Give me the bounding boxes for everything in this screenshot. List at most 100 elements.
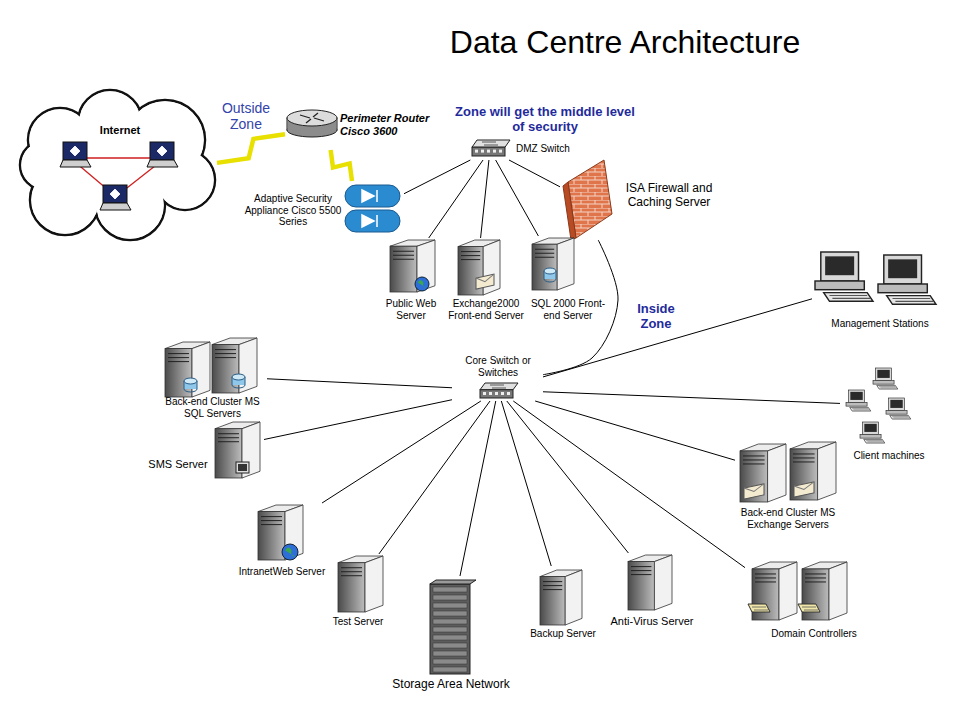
rack-unit <box>433 635 467 640</box>
monitor-case <box>821 252 859 281</box>
envelope-flap <box>794 482 814 492</box>
rack-unit <box>433 651 467 656</box>
rack-unit <box>433 603 467 608</box>
rack-unit <box>433 619 467 624</box>
switch-arrows <box>482 142 498 145</box>
database-top <box>544 268 556 274</box>
laptop-logo <box>70 146 80 156</box>
switch-arrows <box>490 385 506 388</box>
server-front <box>790 449 818 500</box>
appliance-unit <box>345 185 400 207</box>
drive-slot <box>261 520 282 521</box>
storage-rack-icon <box>430 580 476 674</box>
server-side <box>829 562 847 620</box>
monitor-case <box>888 398 904 410</box>
desktop-case <box>886 410 907 414</box>
node-label: Back-end Cluster MS Exchange Servers <box>740 507 836 530</box>
node-label: Exchange2000 Front-end Server <box>443 298 529 321</box>
rack-unit <box>433 659 467 664</box>
drive-slot <box>168 353 189 354</box>
keyboard-keys <box>866 441 883 442</box>
antivirus-server-icon <box>628 555 672 610</box>
drive-slot <box>805 577 826 578</box>
switch-port <box>475 150 478 153</box>
monitor-case <box>848 390 864 402</box>
drive-slot <box>393 255 414 256</box>
monitor-screen <box>864 424 876 432</box>
server-side <box>768 444 786 502</box>
keyboard-keys <box>892 417 909 418</box>
network-connector <box>460 401 496 576</box>
network-connector <box>507 401 629 553</box>
network-connector <box>322 401 481 503</box>
network-node: Back-end Cluster MS Exchange Servers <box>735 438 841 550</box>
web-server-icon <box>390 240 435 292</box>
rack-top <box>430 580 476 584</box>
laptop-screen <box>103 185 127 203</box>
drive-slot <box>535 249 554 250</box>
node-label: Storage Area Network <box>381 678 521 692</box>
drive-slot <box>215 349 236 350</box>
router-arrows <box>300 113 324 123</box>
network-connector <box>513 401 745 568</box>
rack-unit <box>433 587 467 592</box>
drive-slot <box>793 461 815 462</box>
network-node: SQL 2000 Front-end Server <box>523 236 613 324</box>
server-front <box>258 512 285 560</box>
drive-slot <box>393 251 414 252</box>
server-front <box>390 246 417 292</box>
diagram-title: Data Centre Architecture <box>410 24 840 61</box>
appliance-arrow <box>362 215 377 227</box>
laptop-icon <box>100 185 131 210</box>
zone-label: Inside Zone <box>626 302 686 332</box>
network-node: Adaptive Security Appliance Cisco 5500 S… <box>242 181 404 239</box>
desktop-case <box>873 380 894 384</box>
network-node: Test Server <box>321 554 395 630</box>
firewall-icon <box>563 160 612 240</box>
network-node: Public Web Server <box>380 238 441 324</box>
rack-unit <box>433 627 467 632</box>
token-keys <box>802 607 818 610</box>
node-label: Test Server <box>323 616 393 628</box>
server-side <box>365 556 383 612</box>
envelope-flap <box>476 274 494 283</box>
drive-slot <box>218 437 239 438</box>
keyboard <box>850 407 871 411</box>
client-machines-icon <box>846 368 911 443</box>
firewall-side <box>563 182 576 240</box>
drive-slot <box>341 567 362 568</box>
appliance-arrow <box>362 190 377 202</box>
node-label: IntranetWeb Server <box>232 566 332 578</box>
network-connector <box>543 392 840 404</box>
laptop-base <box>147 160 178 167</box>
globe-icon <box>415 277 429 291</box>
network-node: Client machines <box>840 366 937 464</box>
drive-slot <box>805 581 826 582</box>
sms-monitor <box>236 462 249 473</box>
workstation-icon <box>873 368 898 389</box>
monitor-screen <box>877 370 889 378</box>
envelope-icon <box>476 274 494 289</box>
sql-cluster-icon <box>165 338 257 397</box>
switch-port <box>481 150 484 153</box>
drive-slot <box>743 459 765 460</box>
network-node: Anti-Virus Server <box>603 553 701 633</box>
desktop-case <box>846 402 867 406</box>
monitor-screen <box>890 400 902 408</box>
drive-slot <box>261 524 282 525</box>
desktop-case <box>878 284 927 293</box>
network-node: IntranetWeb Server <box>230 503 334 581</box>
monitor-screen <box>825 256 854 275</box>
drive-slot <box>543 585 562 586</box>
globe-land <box>418 280 427 288</box>
switch-port <box>489 392 492 395</box>
server-side <box>654 555 672 610</box>
laptop-screen <box>63 142 87 160</box>
network-connector <box>264 400 452 440</box>
laptop-base <box>60 160 91 167</box>
backup-server-icon <box>540 570 582 625</box>
workstation-icon <box>860 422 885 443</box>
network-node: Backup Server <box>525 566 602 644</box>
drive-slot <box>631 574 651 575</box>
